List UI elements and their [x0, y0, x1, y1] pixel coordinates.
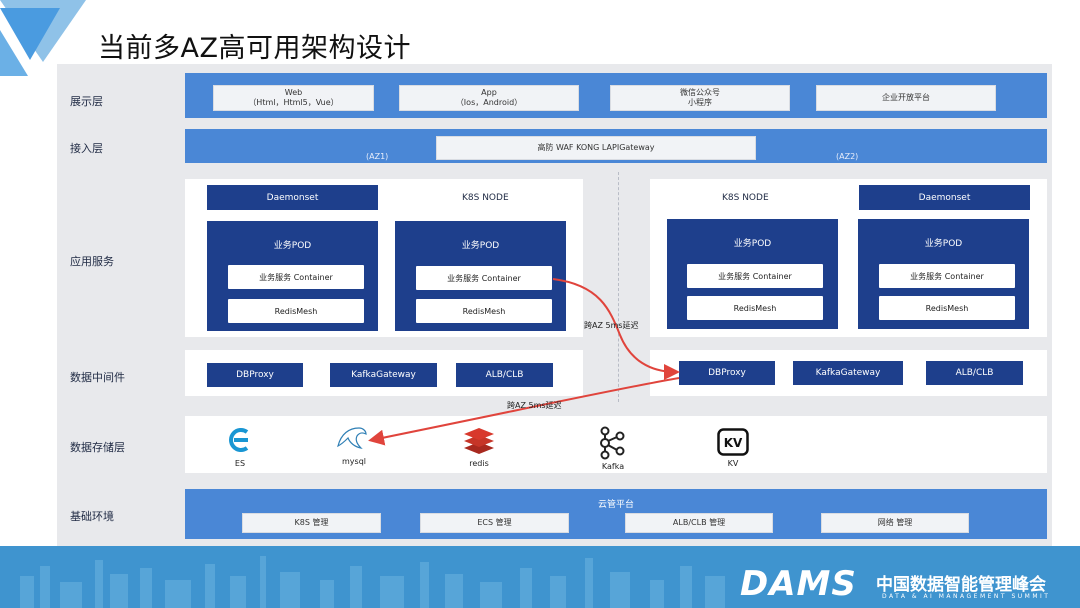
az1-pod-1-title: 业务POD — [273, 241, 312, 251]
az1-label: (AZ1) — [366, 152, 389, 161]
row-label-infra: 基础环境 — [70, 510, 114, 523]
infra-alb-clb-mgmt: ALB/CLB 管理 — [625, 513, 773, 533]
az1-pod-1-container: 业务服务 Container — [228, 265, 364, 289]
latency-label-2: 跨AZ 5ms延迟 — [507, 401, 562, 410]
storage-label-kv: KV — [727, 459, 739, 468]
az2-dbproxy: DBProxy — [679, 361, 775, 385]
svg-text:KV: KV — [724, 436, 743, 450]
az2-daemonset: Daemonset — [859, 185, 1030, 210]
presentation-item-app: App（Ios，Android） — [399, 85, 579, 111]
infra-ecs-mgmt: ECS 管理 — [420, 513, 569, 533]
cloud-platform-label: 云管平台 — [597, 500, 634, 510]
latency-label-1: 跨AZ 5ms延迟 — [584, 321, 639, 330]
az1-daemonset: Daemonset — [207, 185, 378, 210]
corner-logo — [0, 0, 86, 76]
az1-k8s-node-label: K8S NODE — [462, 193, 509, 203]
page-title: 当前多AZ高可用架构设计 — [98, 33, 411, 64]
brand-subtitle: DATA & AI MANAGEMENT SUMMIT — [882, 593, 1051, 600]
city-skyline-decoration — [20, 556, 725, 608]
api-gateway: 高防 WAF KONG LAPIGateway — [436, 136, 756, 160]
es-icon — [229, 428, 249, 452]
az2-k8s-node-label: K8S NODE — [722, 193, 769, 203]
infra-network-mgmt: 网络 管理 — [821, 513, 969, 533]
az1-pod-2-title: 业务POD — [461, 241, 500, 251]
row-label-presentation: 展示层 — [70, 95, 103, 108]
az-divider — [618, 172, 619, 402]
az1-alb-clb: ALB/CLB — [456, 363, 553, 387]
az1-pod-2-redismesh: RedisMesh — [416, 299, 552, 323]
az1-pod-2-container: 业务服务 Container — [416, 266, 552, 290]
az1-kafkagateway: KafkaGateway — [330, 363, 437, 387]
row-label-middleware: 数据中间件 — [70, 371, 125, 384]
az2-pod-1-container: 业务服务 Container — [687, 264, 823, 288]
az2-pod-1-redismesh: RedisMesh — [687, 296, 823, 320]
brand-title-cn: 中国数据智能管理峰会 — [876, 575, 1046, 595]
row-label-storage: 数据存储层 — [70, 441, 125, 454]
row-label-app-service: 应用服务 — [70, 255, 114, 268]
kafka-icon — [600, 426, 625, 460]
redis-icon — [464, 428, 494, 454]
storage-label-kafka: Kafka — [601, 462, 625, 471]
az2-kafkagateway: KafkaGateway — [793, 361, 903, 385]
presentation-item-web: Web（Html，Html5，Vue） — [213, 85, 374, 111]
az1-pod-1-redismesh: RedisMesh — [228, 299, 364, 323]
az1-dbproxy: DBProxy — [207, 363, 303, 387]
row-label-access: 接入层 — [70, 142, 103, 155]
az2-pod-2-title: 业务POD — [924, 239, 963, 249]
storage-label-mysql: mysql — [342, 457, 366, 466]
az2-label: (AZ2) — [836, 152, 859, 161]
brand-logo-dams: DAMS — [740, 564, 857, 604]
az2-pod-2-redismesh: RedisMesh — [879, 296, 1015, 320]
presentation-item-open-platform: 企业开放平台 — [816, 85, 996, 111]
infra-k8s-mgmt: K8S 管理 — [242, 513, 381, 533]
az2-pod-1-title: 业务POD — [733, 239, 772, 249]
presentation-item-wechat: 微信公众号小程序 — [610, 85, 790, 111]
storage-label-es: ES — [234, 459, 246, 468]
kv-icon: KV — [717, 428, 749, 456]
mysql-dolphin-icon — [337, 427, 367, 449]
footer-banner: DAMS 中国数据智能管理峰会 DATA & AI MANAGEMENT SUM… — [0, 546, 1080, 608]
storage-label-redis: redis — [469, 459, 489, 468]
az2-alb-clb: ALB/CLB — [926, 361, 1023, 385]
az2-pod-2-container: 业务服务 Container — [879, 264, 1015, 288]
